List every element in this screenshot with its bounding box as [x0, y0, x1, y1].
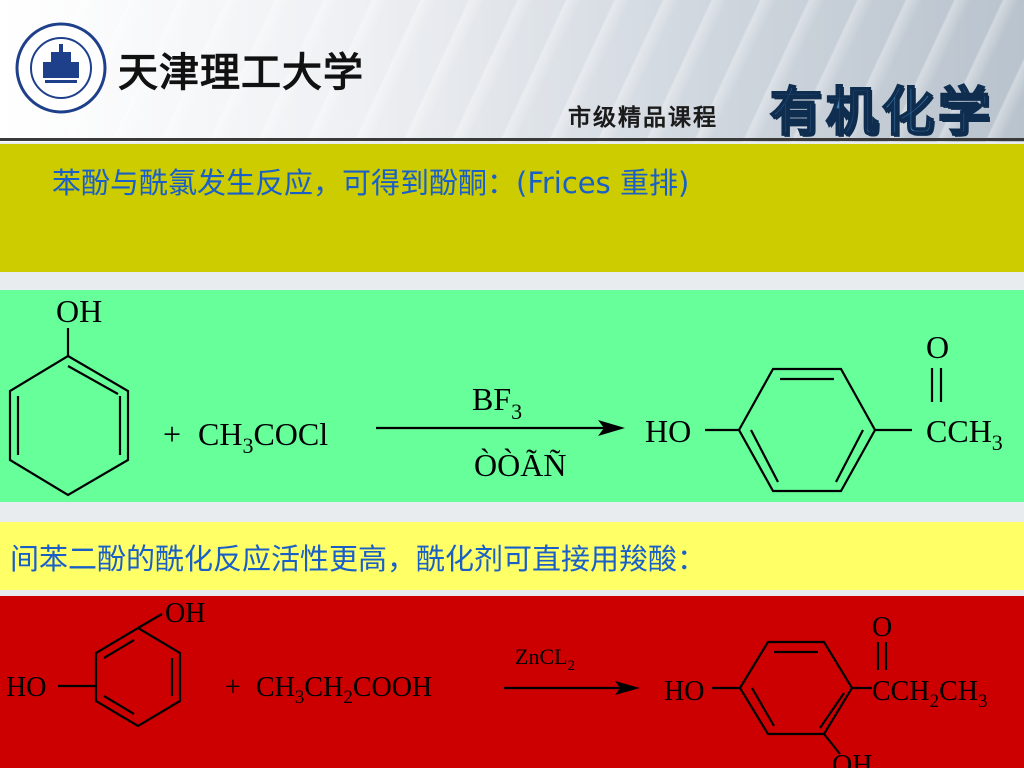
reaction-2-scheme: OH HO + CH3CH2COOH ZnCL2 HO O CCH2CH3 OH: [6, 598, 987, 768]
product-ho-label: HO: [645, 413, 691, 449]
resorcinol-oh-label: OH: [165, 598, 205, 629]
slide-header: 天津理工大学 市级精品课程 有机化学: [0, 0, 1024, 142]
solvent-label-1: ÒÒÃÑ: [474, 447, 566, 483]
propionic-acid-formula: CH3CH2COOH: [256, 672, 432, 708]
reaction-band-2: [0, 596, 1024, 768]
reaction-1-description: 苯酚与酰氯发生反应，可得到酚酮：(Frices 重排): [52, 166, 690, 200]
product-acyl-group: CCH3: [926, 413, 1003, 455]
catalyst-label-1: BF3: [472, 381, 522, 424]
university-name: 天津理工大学: [118, 49, 364, 96]
arrow-head-2: [615, 681, 640, 695]
product-propionyl-group: CCH2CH3: [872, 676, 987, 712]
arrow-head-1: [598, 420, 625, 436]
catalyst-label-2: ZnCL2: [515, 644, 575, 674]
phenol-oh-label: OH: [56, 293, 102, 329]
resorcinol-ho-label: HO: [6, 672, 46, 703]
university-seal-icon: [15, 22, 107, 114]
reagent-plus-sign: +: [163, 416, 181, 452]
resorcinol-ring: [58, 613, 182, 728]
product-ring-2: [712, 640, 888, 755]
product-carbonyl-o: O: [926, 329, 949, 365]
reaction-1-scheme: OH + CH3COCl BF3 ÒÒÃÑ HO O CCH3: [8, 293, 1003, 497]
course-level-label: 市级精品课程: [568, 105, 718, 131]
product-oh-label-2: OH: [832, 750, 872, 768]
product-carbonyl-o-2: O: [872, 612, 892, 643]
product-ring-1: [705, 367, 943, 493]
caption-band-2: [0, 522, 1024, 590]
course-title: 有机化学: [769, 82, 995, 142]
reaction-2-description: 间苯二酚的酰化反应活性更高，酰化剂可直接用羧酸：: [10, 542, 707, 576]
header-decoration: [0, 0, 1024, 142]
caption-band-1: [0, 144, 1024, 272]
phenol-ring: [8, 328, 130, 497]
product-ho-label-2: HO: [664, 676, 704, 707]
acetyl-chloride-formula: CH3COCl: [198, 416, 328, 458]
reagent-plus-sign-2: +: [225, 672, 241, 703]
header-divider: [0, 138, 1024, 141]
